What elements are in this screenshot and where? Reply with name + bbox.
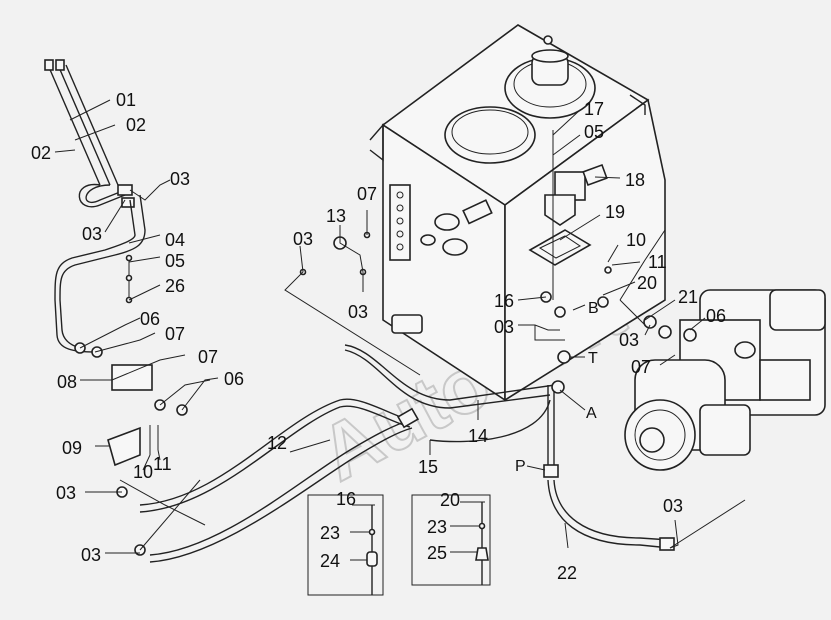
label-04: 04 — [165, 230, 185, 250]
label-10: 10 — [133, 462, 153, 482]
detail-20-item-23: 23 — [427, 517, 447, 537]
label-05: 05 — [584, 122, 604, 142]
pilot-hose-assembly — [44, 59, 135, 208]
label-09: 09 — [62, 438, 82, 458]
label-port-B: B — [588, 300, 599, 317]
pilot-lines — [54, 194, 188, 467]
label-22: 22 — [557, 563, 577, 583]
label-port-P: P — [515, 458, 526, 475]
label-14: 14 — [468, 426, 488, 446]
label-11: 11 — [153, 454, 172, 474]
detail-box-16: 16 23 24 — [307, 489, 384, 596]
label-02: 02 — [126, 115, 146, 135]
label-06: 06 — [706, 306, 726, 326]
label-07: 07 — [357, 184, 377, 204]
label-06: 06 — [224, 369, 244, 389]
label-16: 16 — [494, 291, 514, 311]
label-10: 10 — [626, 230, 646, 250]
label-08: 08 — [57, 372, 77, 392]
hydraulic-pump — [624, 289, 826, 471]
label-21: 21 — [678, 287, 698, 307]
label-01: 01 — [116, 90, 136, 110]
label-port-A: A — [586, 405, 597, 422]
label-03: 03 — [494, 317, 514, 337]
label-07: 07 — [198, 347, 218, 367]
label-07: 07 — [631, 357, 651, 377]
label-02: 02 — [31, 143, 51, 163]
label-15: 15 — [418, 457, 438, 477]
detail-20-item-25: 25 — [427, 543, 447, 563]
long-hoses — [116, 344, 675, 563]
label-12: 12 — [267, 433, 287, 453]
detail-20-header: 20 — [440, 490, 460, 510]
leader-lines — [54, 99, 746, 554]
label-port-T: T — [588, 350, 598, 367]
label-03: 03 — [81, 545, 101, 565]
detail-16-header: 16 — [336, 489, 356, 509]
hydraulic-tank — [369, 24, 666, 402]
label-17: 17 — [584, 99, 604, 119]
detail-16-item-23: 23 — [320, 523, 340, 543]
detail-box-20: 20 23 25 — [411, 490, 491, 586]
label-11: 11 — [648, 252, 667, 272]
label-07: 07 — [165, 324, 185, 344]
label-18: 18 — [625, 170, 645, 190]
label-03: 03 — [56, 483, 76, 503]
label-20: 20 — [637, 273, 657, 293]
label-03: 03 — [82, 224, 102, 244]
label-03: 03 — [293, 229, 313, 249]
label-26: 26 — [165, 276, 185, 296]
label-03: 03 — [663, 496, 683, 516]
label-03: 03 — [619, 330, 639, 350]
label-13: 13 — [326, 206, 346, 226]
label-03: 03 — [348, 302, 368, 322]
label-06: 06 — [140, 309, 160, 329]
label-03: 03 — [170, 169, 190, 189]
callout-labels: 01 02 02 03 03 04 05 26 06 07 07 08 06 0… — [31, 90, 726, 583]
detail-16-item-24: 24 — [320, 551, 340, 571]
label-05: 05 — [165, 251, 185, 271]
label-19: 19 — [605, 202, 625, 222]
